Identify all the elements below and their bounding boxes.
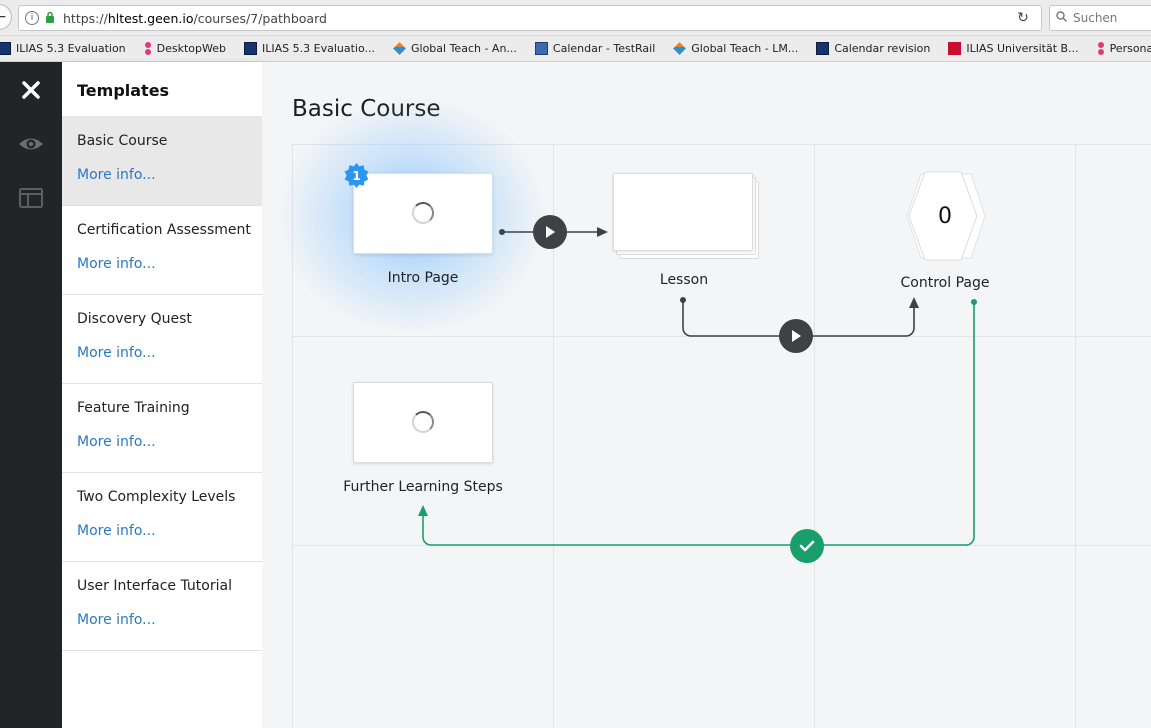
templates-panel: Templates Basic Course More info... Cert…	[62, 62, 262, 728]
template-item-basic-course[interactable]: Basic Course More info...	[62, 117, 262, 206]
bookmark-item[interactable]: ILIAS 5.3 Evaluation	[0, 42, 126, 55]
template-name: Certification Assessment	[77, 222, 251, 238]
arrow-left-icon: ←	[0, 9, 6, 25]
lock-icon	[45, 11, 55, 26]
node-further-learning-steps[interactable]	[353, 382, 493, 463]
success-check-button[interactable]	[790, 529, 824, 563]
node-label: Lesson	[659, 272, 709, 288]
pin-icon	[1097, 42, 1105, 55]
bookmark-item[interactable]: ILIAS 5.3 Evaluatio...	[244, 42, 375, 55]
more-info-link[interactable]: More info...	[77, 612, 156, 628]
bookmark-item[interactable]: DesktopWeb	[144, 42, 226, 55]
ilias-red-icon	[948, 42, 962, 55]
url-text: https://hltest.geen.io/courses/7/pathboa…	[63, 10, 327, 26]
grid-line	[1075, 144, 1076, 728]
bookmark-item[interactable]: Global Teach - An...	[393, 42, 517, 55]
bookmark-item[interactable]: ILIAS Universität B...	[948, 42, 1079, 55]
ilias-icon	[0, 42, 11, 55]
template-name: Two Complexity Levels	[77, 489, 236, 505]
template-name: Basic Course	[77, 133, 168, 149]
template-item-certification-assessment[interactable]: Certification Assessment More info...	[62, 206, 262, 295]
check-icon	[799, 540, 815, 552]
calendar-icon	[534, 42, 548, 55]
node-control-page[interactable]: 0	[879, 170, 1011, 262]
step-badge: 1	[344, 163, 369, 188]
globalteach-icon	[393, 42, 406, 55]
play-icon	[792, 330, 801, 342]
browser-toolbar: ← i https://hltest.geen.io/courses/7/pat…	[0, 0, 1151, 36]
grid-line	[553, 144, 554, 728]
node-label: Control Page	[900, 275, 990, 291]
back-button[interactable]: ←	[0, 4, 12, 30]
ilias-icon	[816, 42, 830, 55]
loading-spinner-icon	[412, 411, 434, 433]
hexagon-icon	[906, 171, 986, 261]
badge-icon	[344, 163, 369, 188]
search-icon	[1056, 11, 1067, 25]
more-info-link[interactable]: More info...	[77, 256, 156, 272]
template-name: Feature Training	[77, 400, 190, 416]
node-lesson[interactable]	[613, 173, 753, 251]
template-name: Discovery Quest	[77, 311, 192, 327]
more-info-link[interactable]: More info...	[77, 345, 156, 361]
search-input[interactable]: Suchen	[1049, 5, 1151, 31]
bookmark-item[interactable]: Calendar revision	[816, 42, 930, 55]
close-icon[interactable]	[10, 76, 52, 104]
template-item-discovery-quest[interactable]: Discovery Quest More info...	[62, 295, 262, 384]
more-info-link[interactable]: More info...	[77, 434, 156, 450]
globalteach-icon	[673, 42, 687, 55]
grid-line	[292, 144, 293, 728]
path-board: Basic Course 1 In	[262, 62, 1151, 728]
play-button[interactable]	[533, 215, 567, 249]
template-item-user-interface-tutorial[interactable]: User Interface Tutorial More info...	[62, 562, 262, 651]
grid-line	[814, 144, 815, 728]
info-icon[interactable]: i	[25, 11, 39, 25]
template-item-feature-training[interactable]: Feature Training More info...	[62, 384, 262, 473]
loading-spinner-icon	[412, 202, 434, 224]
search-placeholder: Suchen	[1073, 11, 1118, 25]
template-name: User Interface Tutorial	[77, 578, 232, 594]
more-info-link[interactable]: More info...	[77, 167, 156, 183]
template-item-two-complexity-levels[interactable]: Two Complexity Levels More info...	[62, 473, 262, 562]
panel-title: Templates	[62, 62, 262, 117]
reload-icon[interactable]: ↻	[1017, 10, 1029, 26]
play-button[interactable]	[779, 319, 813, 353]
grid-line	[292, 144, 1151, 145]
address-bar[interactable]: i https://hltest.geen.io/courses/7/pathb…	[18, 5, 1042, 31]
ilias-icon	[244, 42, 258, 55]
node-label: Further Learning Steps	[343, 479, 503, 495]
connectors	[418, 227, 977, 546]
layout-icon[interactable]	[10, 186, 52, 210]
play-icon	[546, 226, 555, 238]
tool-rail	[0, 62, 62, 728]
node-intro-page[interactable]	[353, 173, 493, 254]
bookmark-item[interactable]: Global Teach - LM...	[673, 42, 798, 55]
more-info-link[interactable]: More info...	[77, 523, 156, 539]
pin-icon	[144, 42, 152, 55]
eye-icon[interactable]	[10, 132, 52, 156]
control-page-value: 0	[938, 203, 952, 229]
bookmark-item[interactable]: Personal P	[1097, 42, 1151, 55]
bookmarks-bar: ILIAS 5.3 Evaluation DesktopWeb ILIAS 5.…	[0, 36, 1151, 62]
node-label: Intro Page	[387, 270, 459, 286]
bookmark-item[interactable]: Calendar - TestRail	[534, 42, 655, 55]
